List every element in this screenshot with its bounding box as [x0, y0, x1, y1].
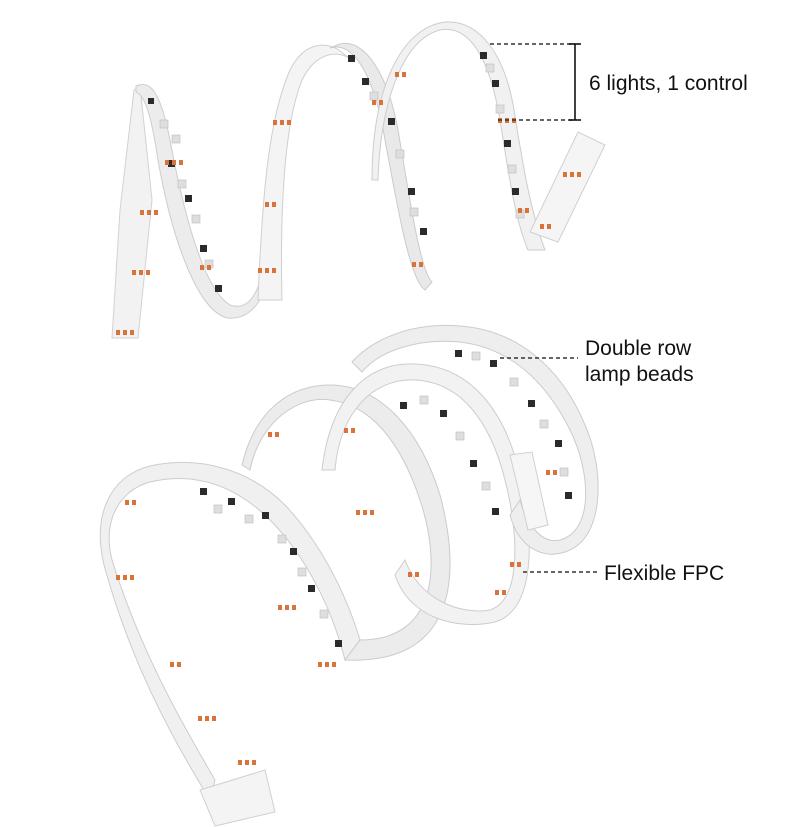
- label-beads-line2: lamp beads: [585, 363, 694, 386]
- led-strip-coil-bottom: [99, 324, 599, 827]
- strip-segment: [321, 363, 530, 625]
- strip-segment: [241, 384, 451, 661]
- label-double-row-lamp-beads: Double row lamp beads: [585, 336, 694, 388]
- label-flexible-fpc: Flexible FPC: [604, 562, 725, 585]
- strip-segment: [529, 131, 606, 243]
- strip-segment: [329, 42, 433, 291]
- strip-segment: [135, 84, 273, 319]
- strip-segment: [99, 461, 361, 802]
- led-row-bottom: [213, 351, 569, 619]
- label-beads-line1: Double row: [585, 337, 692, 360]
- strip-segment: [199, 769, 276, 827]
- strip-segment: [111, 85, 153, 339]
- strip-segment: [509, 451, 549, 531]
- chip-row-bottom: [200, 350, 572, 647]
- strip-segment: [257, 44, 356, 301]
- strip-segment: [371, 21, 546, 251]
- leader-control: [490, 43, 581, 121]
- solder-pads-bottom: [116, 428, 557, 765]
- chip-row-top: [148, 52, 519, 292]
- led-row-top: [159, 63, 525, 269]
- led-strip-coil-top: [111, 21, 606, 339]
- label-six-lights-one-control: 6 lights, 1 control: [589, 72, 748, 95]
